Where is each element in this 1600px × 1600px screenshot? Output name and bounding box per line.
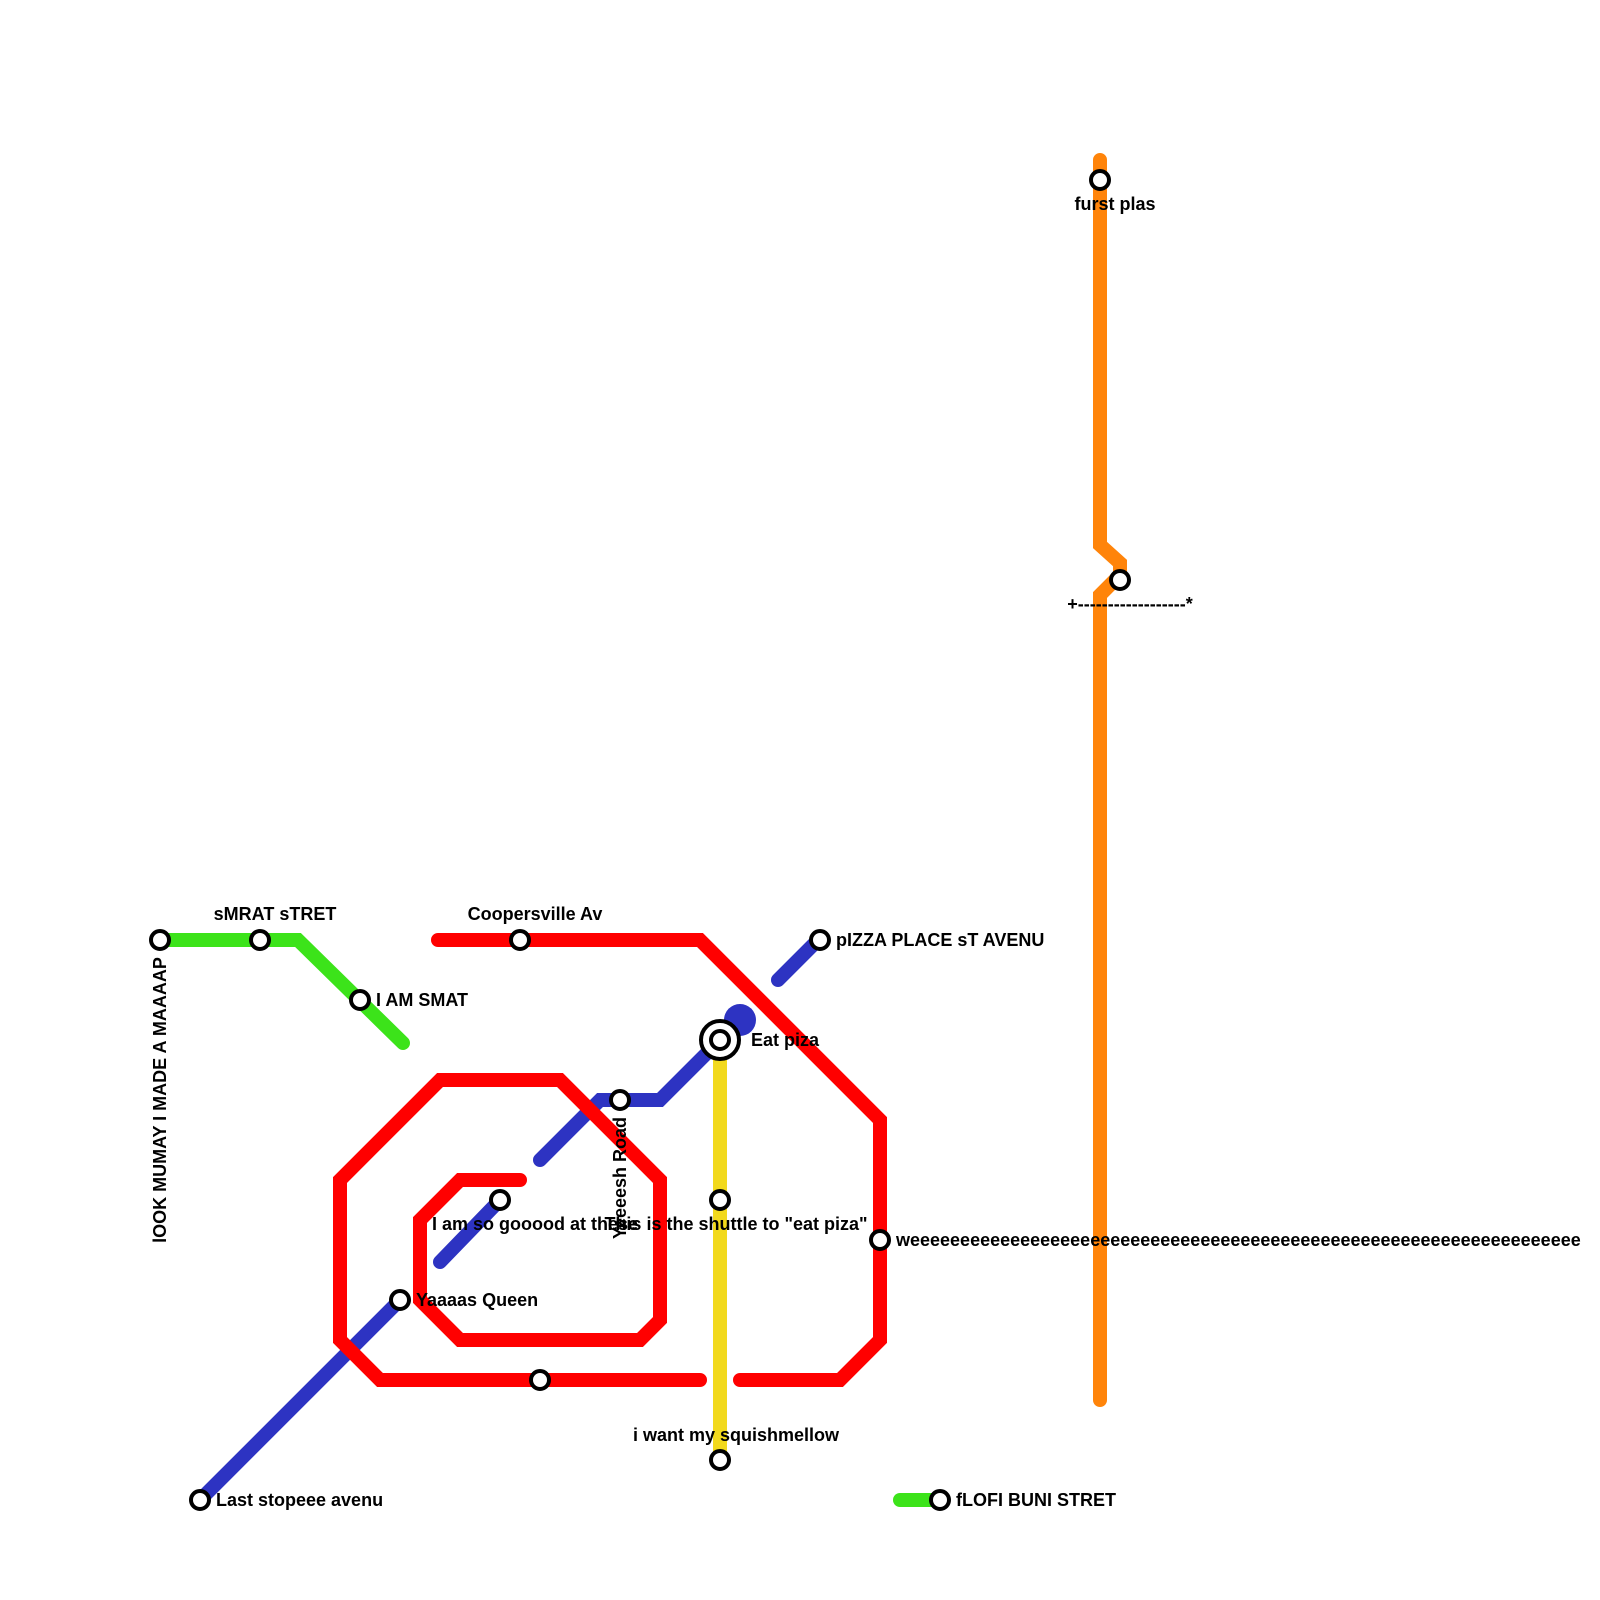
station-label-laststop: Last stopeee avenu — [216, 1490, 383, 1510]
station-label-flofi: fLOFI BUNI STRET — [956, 1490, 1116, 1510]
station-label-furst-plas: furst plas — [1074, 194, 1155, 214]
station-label-yeeeesh: Yeeeesh Road — [610, 1117, 630, 1239]
station-marker-lookmumay[interactable] — [149, 929, 171, 951]
station-marker-iamsmat[interactable] — [349, 989, 371, 1011]
station-marker-smrat[interactable] — [249, 929, 271, 951]
station-marker-pizzaplace[interactable] — [809, 929, 831, 951]
station-label-weee: weeeeeeeeeeeeeeeeeeeeeeeeeeeeeeeeeeeeeee… — [895, 1230, 1581, 1250]
blue-line-inner — [433, 1193, 507, 1269]
station-marker-iamsogood[interactable] — [489, 1189, 511, 1211]
station-label-pizzaplace: pIZZA PLACE sT AVENU — [836, 930, 1044, 950]
station-marker-yaaaas[interactable] — [389, 1289, 411, 1311]
station-marker-coopersville[interactable] — [509, 929, 531, 951]
station-label-squishmellow: i want my squishmellow — [633, 1425, 840, 1445]
station-label-smrat: sMRAT sTRET — [214, 904, 337, 924]
station-label-coopersville: Coopersville Av — [468, 904, 603, 924]
station-marker-dashes[interactable] — [1109, 569, 1131, 591]
station-marker-weee[interactable] — [869, 1229, 891, 1251]
station-marker-squishmellow[interactable] — [709, 1449, 731, 1471]
station-marker-shuttle[interactable] — [709, 1189, 731, 1211]
station-label-lookmumay: lOOK MUMAY I MADE A MAAAAP — [150, 957, 170, 1243]
orange-line — [1093, 153, 1127, 1407]
blue-line-southwest — [193, 1293, 407, 1507]
station-label-iamsmat: I AM SMAT — [376, 990, 468, 1010]
station-label-eatpiza: Eat piza — [751, 1030, 820, 1050]
station-label-iamsogood: I am so gooood at these — [432, 1214, 638, 1234]
green-line-west — [153, 933, 410, 1050]
station-marker-yeeeesh[interactable] — [609, 1089, 631, 1111]
station-marker-eatpiza[interactable] — [709, 1029, 731, 1051]
red-line-spiral — [333, 1073, 707, 1387]
station-marker-laststop[interactable] — [189, 1489, 211, 1511]
station-label-yaaaas: Yaaaas Queen — [416, 1290, 538, 1310]
station-label-shuttle: This is the shuttle to "eat piza" — [604, 1214, 867, 1234]
station-label-dashes: +------------------* — [1067, 594, 1192, 614]
station-marker-unnamed-red[interactable] — [529, 1369, 551, 1391]
station-marker-flofi[interactable] — [929, 1489, 951, 1511]
station-marker-furst-plas[interactable] — [1089, 169, 1111, 191]
